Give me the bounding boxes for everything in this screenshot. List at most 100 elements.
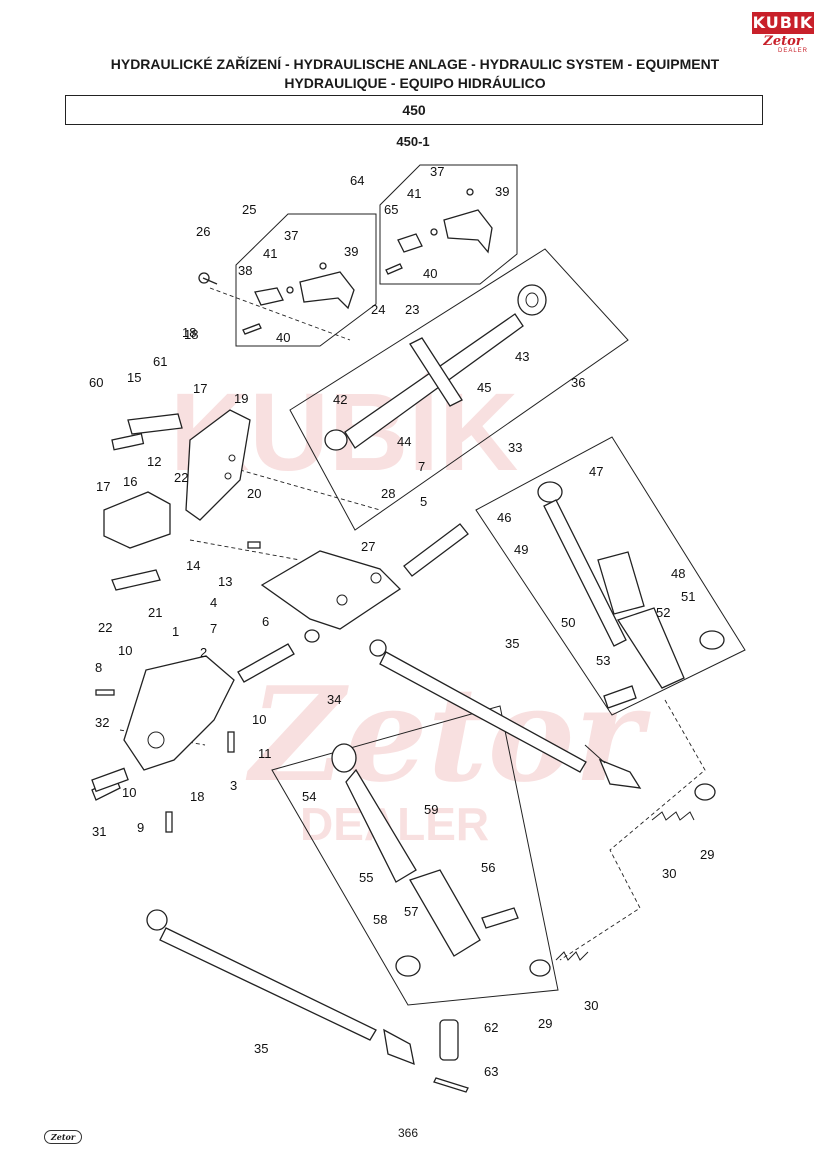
part-label: 38 bbox=[238, 263, 252, 278]
part-label: 50 bbox=[561, 615, 575, 630]
part-label: 12 bbox=[147, 454, 161, 469]
part-label: 35 bbox=[254, 1041, 268, 1056]
part-label: 52 bbox=[656, 605, 670, 620]
pins-and-screws bbox=[91, 541, 261, 833]
part-label: 65 bbox=[384, 202, 398, 217]
lower-link-35-right bbox=[369, 639, 642, 789]
springs-and-pins bbox=[433, 783, 716, 1093]
group-box-64 bbox=[379, 164, 518, 285]
part-label: 46 bbox=[497, 510, 511, 525]
part-label: 17 bbox=[193, 381, 207, 396]
part-label: 26 bbox=[196, 224, 210, 239]
part-label: 22 bbox=[174, 470, 188, 485]
part-label: 53 bbox=[596, 653, 610, 668]
bracket-assembly-25 bbox=[198, 262, 355, 335]
top-link-36 bbox=[324, 284, 547, 451]
part-label: 11 bbox=[258, 746, 272, 761]
part-label: 3 bbox=[230, 778, 237, 793]
lower-link-35-left bbox=[146, 909, 415, 1066]
part-label: 24 bbox=[371, 302, 385, 317]
part-label: 58 bbox=[373, 912, 387, 927]
part-label: 39 bbox=[495, 184, 509, 199]
footer-zetor-logo: Zetor bbox=[44, 1130, 82, 1144]
part-label: 35 bbox=[505, 636, 519, 651]
part-label: 30 bbox=[662, 866, 676, 881]
part-label: 18 bbox=[184, 327, 198, 342]
part-label: 22 bbox=[98, 620, 112, 635]
part-label: 17 bbox=[96, 479, 110, 494]
part-label: 25 bbox=[242, 202, 256, 217]
part-label: 13 bbox=[218, 574, 232, 589]
group-boxes bbox=[235, 164, 746, 1006]
part-label: 5 bbox=[420, 494, 427, 509]
group-box-36 bbox=[289, 248, 629, 531]
part-label: 29 bbox=[700, 847, 714, 862]
part-label: 43 bbox=[515, 349, 529, 364]
part-label: 60 bbox=[89, 375, 103, 390]
part-label: 7 bbox=[418, 459, 425, 474]
part-label: 37 bbox=[284, 228, 298, 243]
part-label: 49 bbox=[514, 542, 528, 557]
part-label: 55 bbox=[359, 870, 373, 885]
part-label: 15 bbox=[127, 370, 141, 385]
part-label: 56 bbox=[481, 860, 495, 875]
part-label: 10 bbox=[122, 785, 136, 800]
lift-rod-34 bbox=[331, 743, 519, 977]
page-number: 366 bbox=[397, 1126, 419, 1140]
part-label: 20 bbox=[247, 486, 261, 501]
part-label: 10 bbox=[118, 643, 132, 658]
part-label: 30 bbox=[584, 998, 598, 1013]
bracket-assembly-64 bbox=[385, 188, 493, 275]
part-label: 44 bbox=[397, 434, 411, 449]
part-label: 33 bbox=[508, 440, 522, 455]
part-label: 59 bbox=[424, 802, 438, 817]
part-label: 19 bbox=[234, 391, 248, 406]
part-label: 42 bbox=[333, 392, 347, 407]
part-label: 64 bbox=[350, 173, 364, 188]
part-label: 31 bbox=[92, 824, 106, 839]
part-label: 62 bbox=[484, 1020, 498, 1035]
group-box-34 bbox=[271, 705, 559, 1006]
watermark-text-zetor: Zetor bbox=[245, 658, 651, 811]
part-label: 47 bbox=[589, 464, 603, 479]
part-label: 45 bbox=[477, 380, 491, 395]
part-label: 48 bbox=[671, 566, 685, 581]
part-label: 57 bbox=[404, 904, 418, 919]
part-label: 2 bbox=[200, 645, 207, 660]
part-label: 41 bbox=[407, 186, 421, 201]
part-label: 54 bbox=[302, 789, 316, 804]
page-title-line2: HYDRAULIQUE - EQUIPO HIDRÁULICO bbox=[284, 75, 546, 91]
part-label: 8 bbox=[95, 660, 102, 675]
group-box-25 bbox=[235, 213, 377, 347]
figure-code: 450-1 bbox=[396, 134, 430, 149]
part-label: 18 bbox=[182, 325, 196, 340]
page-title-line1: HYDRAULICKÉ ZAŘÍZENÍ - HYDRAULISCHE ANLA… bbox=[110, 56, 720, 72]
part-label: 34 bbox=[327, 692, 341, 707]
part-label: 4 bbox=[210, 595, 217, 610]
part-label: 1 bbox=[172, 624, 179, 639]
logo-dealer-text: DEALER bbox=[777, 48, 808, 54]
group-box-33 bbox=[475, 436, 746, 716]
part-label: 51 bbox=[681, 589, 695, 604]
part-label: 23 bbox=[405, 302, 419, 317]
part-label: 28 bbox=[381, 486, 395, 501]
part-label: 14 bbox=[186, 558, 200, 573]
part-label: 32 bbox=[95, 715, 109, 730]
kubik-zetor-logo: KUBIK Zetor DEALER bbox=[752, 12, 814, 56]
part-label: 16 bbox=[123, 474, 137, 489]
part-label: 63 bbox=[484, 1064, 498, 1079]
part-label: 29 bbox=[538, 1016, 552, 1031]
part-label: 37 bbox=[430, 164, 444, 179]
logo-zetor-text: Zetor bbox=[763, 34, 803, 49]
part-label: 6 bbox=[262, 614, 269, 629]
lift-arm-1 bbox=[91, 643, 295, 801]
part-label: 41 bbox=[263, 246, 277, 261]
part-label: 18 bbox=[190, 789, 204, 804]
part-label: 36 bbox=[571, 375, 585, 390]
section-number-box: 450 bbox=[65, 95, 763, 125]
part-label: 40 bbox=[423, 266, 437, 281]
lift-rod-33 bbox=[537, 481, 725, 709]
part-label: 21 bbox=[148, 605, 162, 620]
part-label: 9 bbox=[137, 820, 144, 835]
